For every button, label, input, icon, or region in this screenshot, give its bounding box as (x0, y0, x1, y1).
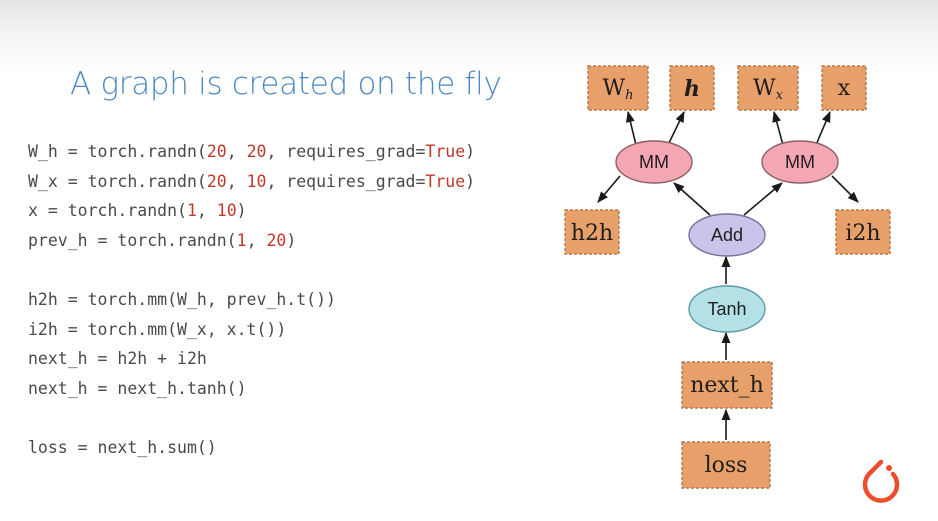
edge-mm-right-to-w-x (772, 110, 784, 146)
code-token: prev_h = torch.randn( (28, 230, 237, 250)
node-h2h: h2h (564, 209, 620, 255)
code-token: 20 (206, 171, 227, 191)
code-token: 20 (206, 142, 227, 161)
code-token: h2h = torch.mm(W_h, prev_h.t()) (28, 289, 336, 309)
svg-text:MM: MM (639, 152, 669, 172)
pytorch-logo-icon (862, 459, 900, 503)
slide-title: A graph is created on the fly (70, 66, 502, 102)
node-i2h: i2h (835, 209, 891, 255)
node-h: h (669, 65, 715, 111)
code-token: True (425, 171, 466, 191)
code-token: 20 (266, 230, 287, 250)
code-line: i2h = torch.mm(W_x, x.t()) (28, 315, 475, 345)
node-mm-right: MM (761, 140, 839, 184)
code-line: x = torch.randn(1, 10) (28, 196, 475, 226)
code-line: next_h = h2h + i2h (28, 344, 475, 374)
node-loss: loss (681, 441, 771, 489)
code-token: , (196, 201, 217, 221)
svg-text:x: x (838, 76, 851, 101)
code-line: prev_h = torch.randn(1, 20) (28, 226, 475, 256)
code-token: 1 (236, 230, 247, 250)
svg-text:Add: Add (711, 225, 743, 245)
node-w-x: Wx (737, 65, 799, 111)
svg-text:MM: MM (785, 152, 815, 172)
code-token: , (226, 171, 247, 191)
node-mm-left: MM (615, 140, 693, 184)
svg-text:loss: loss (705, 453, 748, 478)
svg-text:next_h: next_h (690, 373, 764, 398)
edge-mm-left-to-w-h (626, 110, 637, 146)
code-token: True (425, 142, 466, 161)
svg-text:h: h (684, 76, 700, 102)
code-line: h2h = torch.mm(W_h, prev_h.t()) (28, 285, 475, 315)
edge-mm-right-to-i2h (831, 175, 859, 203)
code-line: loss = next_h.sum() (28, 433, 475, 463)
code-line: next_h = next_h.tanh() (28, 374, 475, 404)
code-token: next_h = h2h + i2h (28, 349, 207, 369)
code-token: 1 (186, 201, 197, 221)
code-token: ) (465, 142, 476, 161)
code-token: x = torch.randn( (28, 201, 187, 221)
code-token: ) (465, 171, 476, 191)
code-token: W_x = torch.randn( (28, 171, 207, 191)
edge-mm-right-to-x (815, 110, 831, 146)
node-add: Add (688, 213, 766, 257)
code-token: W_h = torch.randn( (28, 142, 207, 161)
code-token: , (226, 142, 247, 161)
code-token: 10 (216, 201, 237, 221)
edge-add-to-mm-left (673, 182, 711, 216)
node-next-h: next_h (681, 361, 773, 409)
code-token: 10 (246, 171, 267, 191)
node-w-h: Wh (587, 65, 649, 111)
code-token: next_h = next_h.tanh() (28, 378, 247, 398)
edge-add-to-mm-right (743, 182, 783, 216)
code-token: , requires_grad= (266, 171, 426, 191)
node-x: x (821, 65, 867, 111)
svg-text:h2h: h2h (571, 221, 613, 246)
code-token: , (246, 230, 267, 250)
svg-text:Wh: Wh (603, 76, 634, 103)
code-token: ) (286, 230, 297, 250)
code-line: W_x = torch.randn(20, 10, requires_grad=… (28, 167, 475, 197)
edge-mm-left-to-h (667, 110, 685, 146)
code-token: loss = next_h.sum() (28, 437, 217, 457)
svg-text:Wx: Wx (753, 76, 784, 103)
code-line: W_h = torch.randn(20, 20, requires_grad=… (28, 137, 475, 167)
svg-text:Tanh: Tanh (707, 299, 746, 319)
code-token: ) (236, 201, 247, 221)
code-token: , requires_grad= (266, 142, 426, 161)
svg-text:i2h: i2h (845, 221, 880, 246)
code-block: W_h = torch.randn(20, 20, requires_grad=… (28, 137, 475, 463)
code-token: i2h = torch.mm(W_x, x.t()) (28, 319, 287, 339)
code-token: 20 (246, 142, 267, 161)
node-tanh: Tanh (688, 285, 766, 333)
edge-mm-left-to-h2h (597, 175, 621, 203)
